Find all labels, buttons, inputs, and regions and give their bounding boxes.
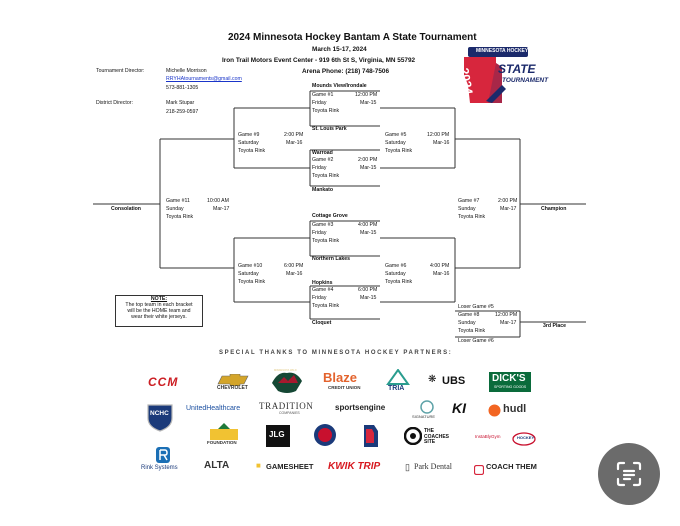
ubs-keys-icon: ❋: [428, 374, 437, 385]
hockey-badge-logo: HOCKEY: [512, 432, 536, 446]
unitedhealthcare-logo: UnitedHealthcare: [186, 405, 241, 412]
district-director-label: District Director:: [96, 100, 133, 106]
venue-address: Iron Trail Motors Event Center - 919 6th…: [222, 57, 416, 64]
team-cloquet: Cloquet: [312, 320, 332, 326]
home-team-note: NOTE: The top team in each bracket will …: [115, 295, 203, 327]
district-director-name: Mark Stupar: [166, 100, 195, 106]
gamesheet-logo: ■ GAMESHEET: [256, 461, 314, 471]
text-scan-icon: [616, 461, 642, 487]
tournament-director-email[interactable]: RRYHAtournaments@gmail.com: [166, 76, 242, 82]
coaches-site-logo: THE COACHES SITE: [403, 426, 456, 449]
park-dental-mark-icon: ▯: [405, 462, 410, 472]
district-director-phone: 218-259-0597: [166, 109, 199, 115]
arena-phone: Arena Phone: (218) 748-7506: [302, 68, 390, 75]
kwik-trip-logo: KWIK TRIP: [328, 461, 381, 472]
tradition-companies-subtext: COMPANIES: [279, 411, 300, 415]
ccm-logo: CCM: [148, 375, 179, 389]
tournament-director-label: Tournament Director:: [96, 68, 145, 74]
tradition-companies-logo: TRADITION: [259, 401, 314, 411]
team-cottage-grove: Cottage Grove: [312, 213, 348, 219]
team-warroad: Warroad: [312, 150, 333, 156]
page-title: 2024 Minnesota Hockey Bantam A State Tou…: [228, 32, 477, 43]
nchc-logo: NCHC: [146, 402, 174, 432]
consolation-label: Consolation: [111, 206, 141, 212]
tournament-director-name: Michelle Morrison: [166, 68, 207, 74]
scan-text-button[interactable]: [598, 443, 660, 505]
team-northern-lakes: Northern Lakes: [312, 256, 351, 262]
minnesota-youth-hockey-logo: [360, 423, 382, 449]
loser-game-5-label: Loser Game #5: [458, 304, 494, 310]
ki-logo: KI: [452, 400, 466, 416]
tria-logo: TRIA: [386, 368, 410, 393]
team-hopkins: Hopkins: [312, 280, 333, 286]
third-place-label: 3rd Place: [543, 323, 567, 329]
team-mankato: Mankato: [312, 187, 334, 193]
ubs-logo: ❋ UBS: [428, 374, 466, 387]
champion-label: Champion: [541, 206, 567, 212]
coach-them-mark-icon: [473, 464, 485, 476]
blaze-credit-union-text: CREDIT UNION: [328, 385, 361, 390]
coach-them-logo: COACH THEM: [473, 462, 537, 476]
loser-game-6-label: Loser Game #6: [458, 338, 494, 344]
alta-logo: ALTA: [204, 460, 230, 471]
chevrolet-logo: CHEVROLET: [214, 373, 256, 395]
jlg-logo: JLG: [266, 425, 290, 447]
hudl-mark-icon: [488, 404, 501, 417]
dicks-sporting-goods-logo: DICK'S SPORTING GOODS: [489, 372, 531, 392]
usa-hockey-logo: [313, 423, 337, 447]
team-mounds-view-irondale: Mounds View/Irondale: [312, 83, 367, 89]
minnesota-wild-logo: MINNESOTA WILD: [270, 369, 304, 395]
instablygym-logo: InstaBlyGym: [475, 434, 501, 439]
tournament-dates: March 15-17, 2024: [312, 46, 367, 53]
park-dental-logo: ▯ Park Dental: [405, 462, 452, 472]
foundation-logo: FOUNDATION: [204, 423, 244, 449]
signature-logo: SIGNATURE: [410, 400, 444, 424]
sponsors-heading: SPECIAL THANKS TO MINNESOTA HOCKEY PARTN…: [219, 350, 453, 356]
coaches-site-mark-icon: [403, 426, 423, 446]
tournament-director-phone: 573-881-1305: [166, 85, 199, 91]
team-st-louis-park: St. Louis Park: [312, 126, 347, 132]
gamesheet-mark-icon: ■: [256, 461, 261, 470]
rink-systems-logo: Rink Systems: [141, 446, 187, 474]
hudl-logo: hudl: [488, 404, 532, 420]
sportsengine-logo: sportsengine: [335, 403, 386, 412]
chevrolet-bowtie-icon: [217, 373, 249, 387]
state-tournament-logo: MINNESOTA HOCKEY 2024 STATE TOURNAMENT: [457, 45, 548, 107]
blaze-logo: Blaze: [323, 370, 357, 385]
